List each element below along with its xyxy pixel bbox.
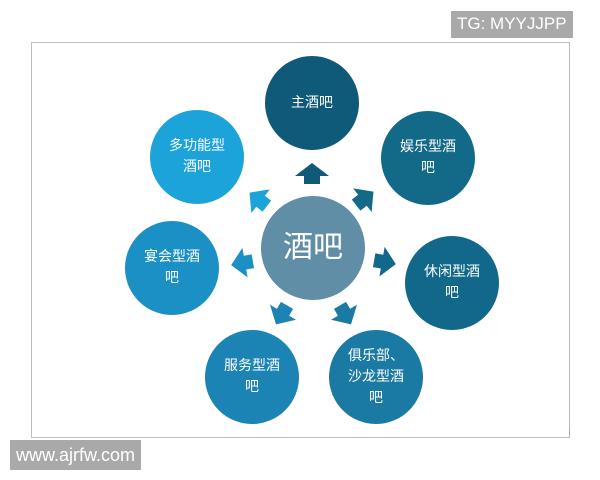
node-banquet-bar: 宴会型酒吧 [125,221,219,315]
center-node-bar: 酒吧 [261,196,365,300]
node-main-bar: 主酒吧 [265,56,359,150]
watermark-top: TG: MYYJJPP [451,11,573,38]
node-club-salon-bar: 俱乐部、沙龙型酒吧 [329,330,423,424]
node-service-bar: 服务型酒吧 [205,330,299,424]
node-entertainment-bar: 娱乐型酒吧 [381,111,475,205]
resize-handle [569,428,573,435]
node-leisure-bar: 休闲型酒吧 [405,236,499,330]
watermark-bottom: www.ajrfw.com [10,440,142,470]
node-multifunction-bar: 多功能型酒吧 [150,110,244,204]
